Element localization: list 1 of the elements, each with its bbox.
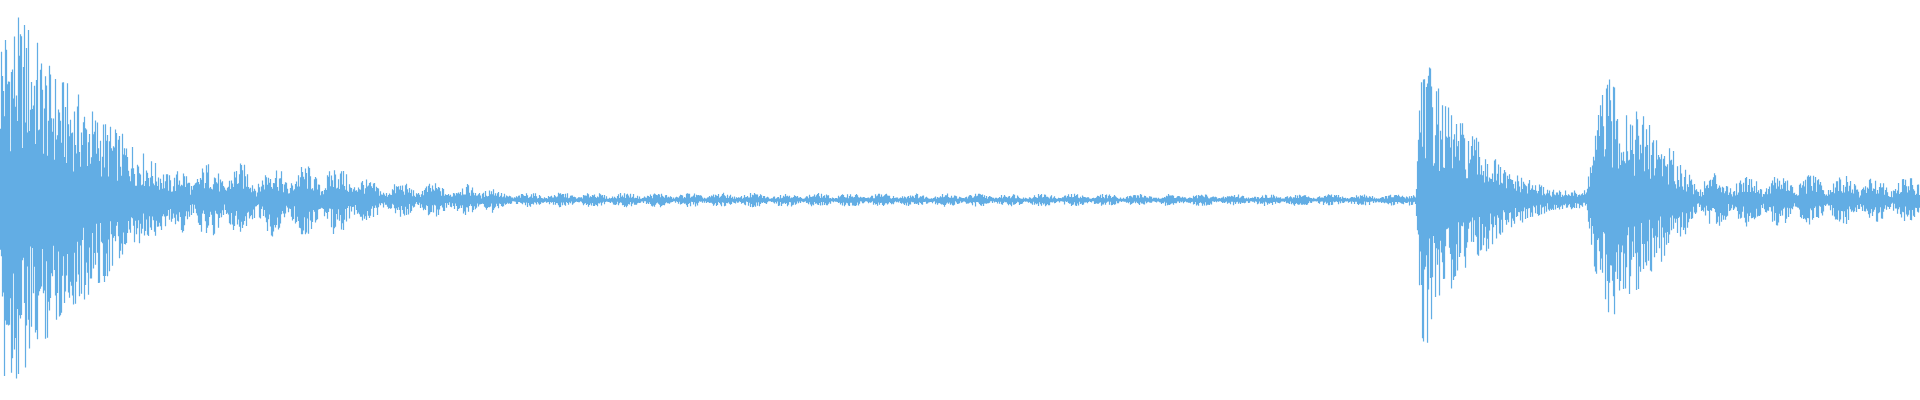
waveform-drawing bbox=[0, 16, 1920, 380]
